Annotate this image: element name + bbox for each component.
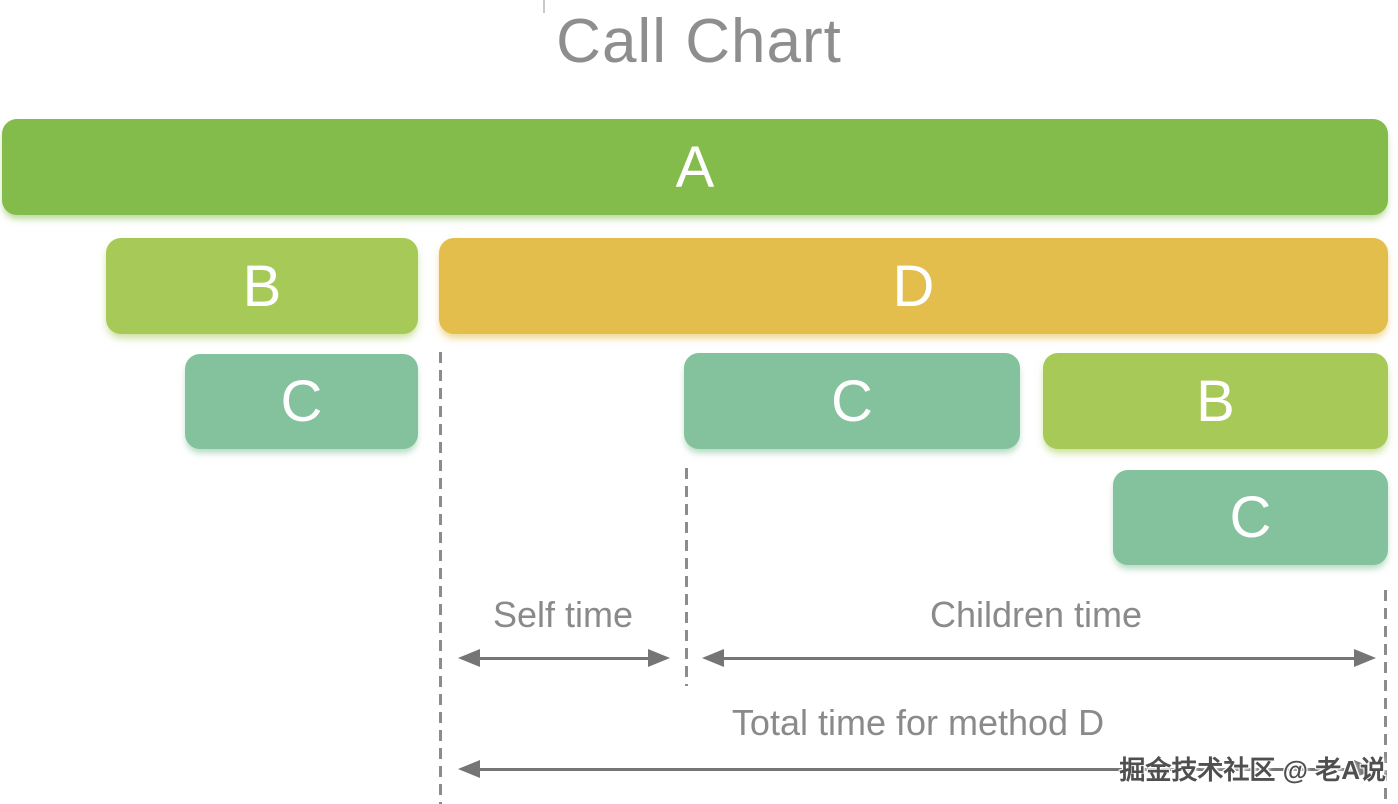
total-time-arrow [458, 760, 1376, 778]
bar-method-c-under-d: C [684, 353, 1020, 449]
bar-method-b-under-d: B [1043, 353, 1388, 449]
arrow-left-head-icon [702, 649, 724, 667]
arrow-shaft [480, 767, 1354, 771]
arrow-left-head-icon [458, 649, 480, 667]
diagram-title: Call Chart [556, 7, 842, 76]
dashed-line-d-start [439, 352, 442, 804]
bar-method-a: A [2, 119, 1388, 215]
watermark: 掘金技术社区 @ 老A说 [1119, 755, 1386, 785]
arrow-shaft [480, 656, 648, 660]
children-time-arrow [702, 649, 1376, 667]
total-time-label: Total time for method D [731, 702, 1105, 743]
self-time-label: Self time [492, 594, 634, 635]
arrow-left-head-icon [458, 760, 480, 778]
cursor-artifact [543, 0, 545, 13]
arrow-right-head-icon [1354, 649, 1376, 667]
bar-method-c-level4: C [1113, 470, 1388, 565]
children-time-label: Children time [929, 594, 1143, 635]
self-time-arrow [458, 649, 670, 667]
arrow-right-head-icon [1354, 760, 1376, 778]
arrow-right-head-icon [648, 649, 670, 667]
bar-method-b-level2: B [106, 238, 418, 334]
dashed-line-children-start [685, 468, 688, 686]
bar-method-c-under-b: C [185, 354, 418, 449]
dashed-line-d-end [1384, 590, 1387, 804]
arrow-shaft [724, 656, 1354, 660]
bar-method-d: D [439, 238, 1388, 334]
